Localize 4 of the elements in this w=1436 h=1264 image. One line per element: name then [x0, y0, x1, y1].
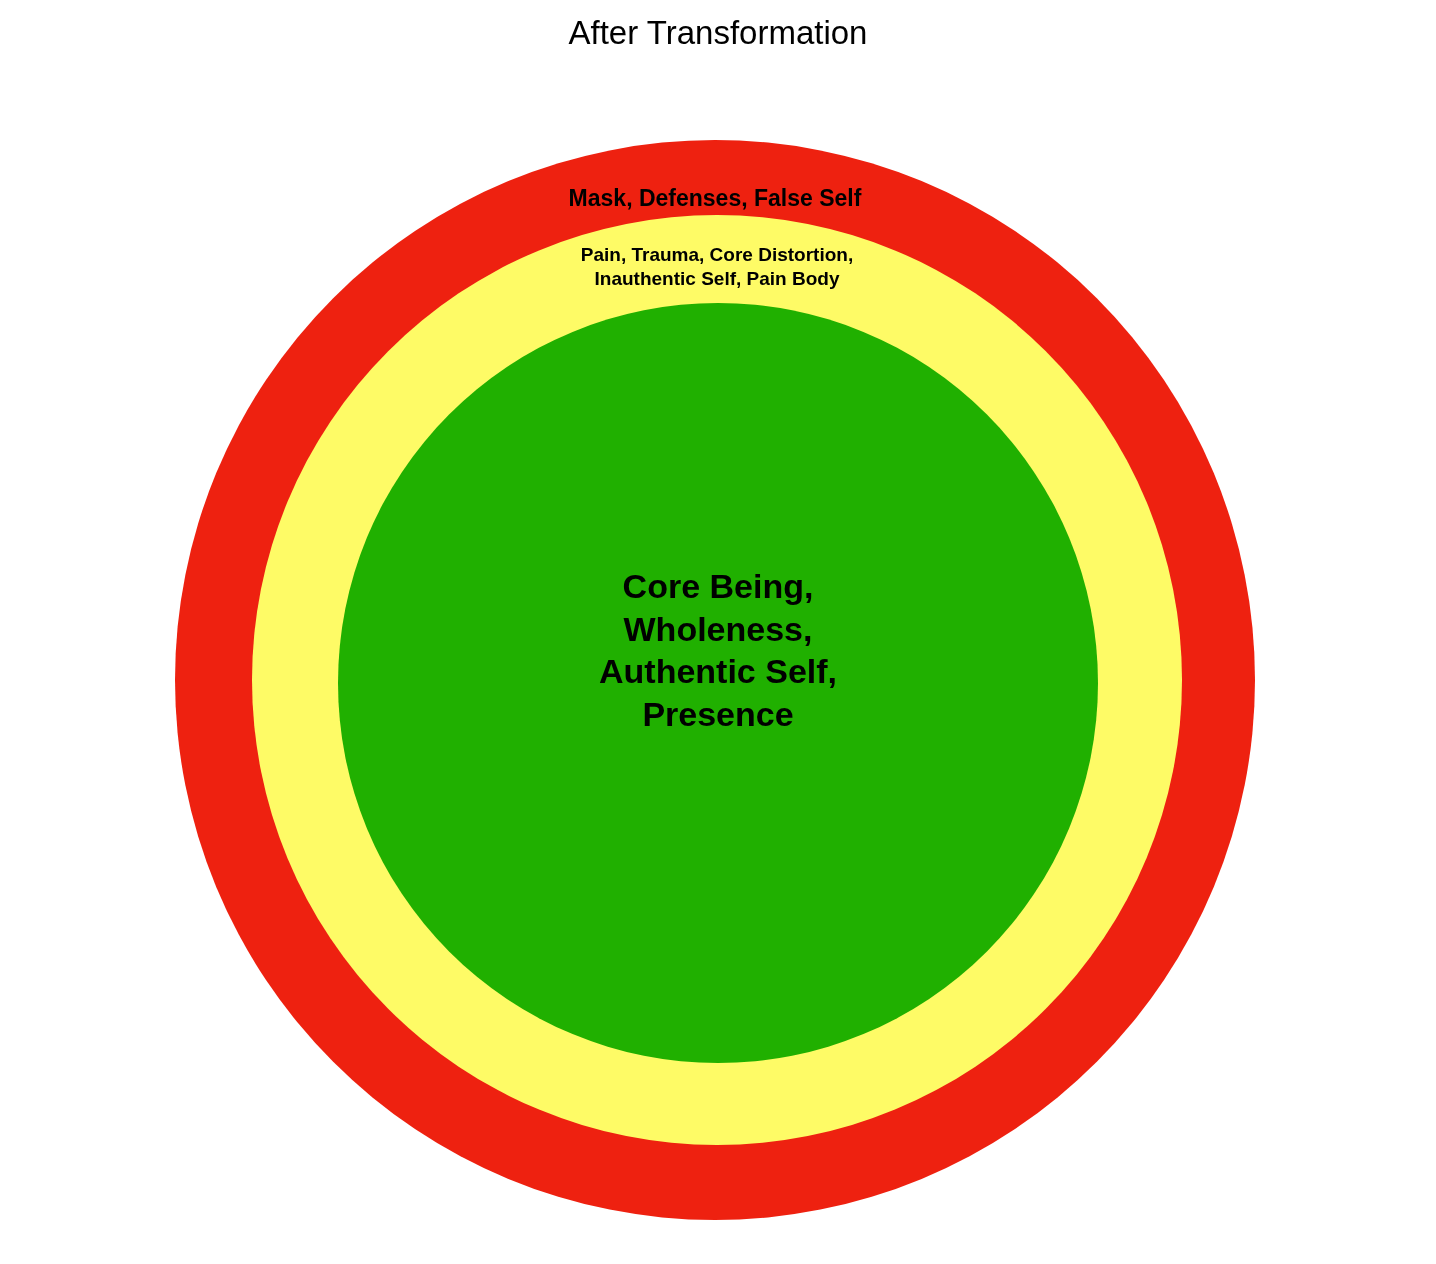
- circle-label: Pain, Trauma, Core Distortion, Inauthentic Self, Pain Body: [579, 243, 855, 291]
- circle-label: Mask, Defenses, False Self: [567, 184, 863, 213]
- diagram-title: After Transformation: [567, 14, 869, 52]
- circle-label: Core Being, Wholeness, Authentic Self, Presence: [598, 566, 838, 735]
